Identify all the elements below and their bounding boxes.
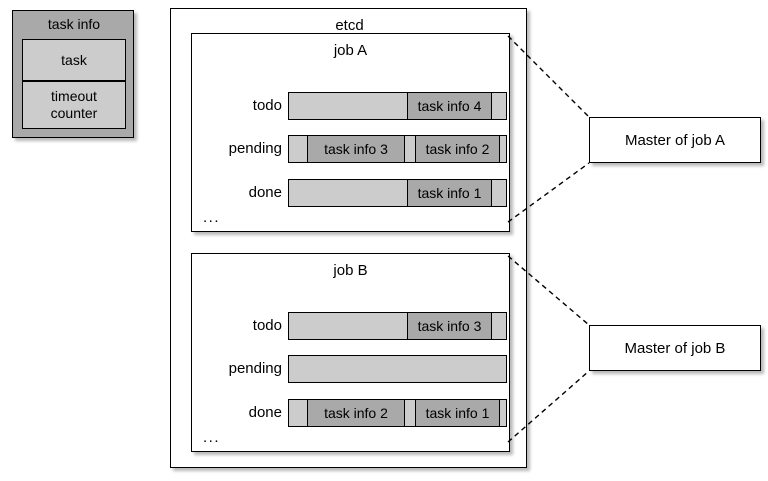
job-a-queue-pending: task info 3 task info 2	[288, 135, 507, 163]
job-a-row-pending-label: pending	[228, 140, 282, 157]
job-a-pending-segment-0-label: task info 3	[324, 141, 388, 157]
job-b-row-todo: todo task info 3	[192, 312, 509, 340]
job-b-todo-segment-0-label: task info 3	[417, 318, 482, 334]
job-b-queue-pending	[288, 355, 507, 383]
job-b-done-segment-1-label: task info 1	[425, 405, 490, 421]
etcd-title: etcd	[335, 17, 364, 34]
legend-cell-timeout-counter: timeout counter	[22, 81, 126, 129]
job-b-done-segment-0-label: task info 2	[324, 405, 388, 421]
job-b-ellipsis: ...	[203, 429, 221, 446]
master-of-job-a: Master of job A	[589, 117, 761, 163]
job-b-title: job B	[333, 262, 368, 279]
job-a-pending-segment-0: task info 3	[307, 136, 405, 162]
job-b-row-pending-label: pending	[228, 360, 282, 377]
job-b-queue-done: task info 2 task info 1	[288, 399, 507, 427]
job-a-row-done: done task info 1	[192, 179, 509, 207]
job-b-row-todo-label: todo	[252, 317, 282, 334]
legend-cell-timeout-counter-label: timeout counter	[50, 88, 98, 121]
legend-cell-task: task	[22, 39, 126, 81]
job-a-ellipsis: ...	[203, 209, 221, 226]
job-b-row-pending: pending	[192, 355, 509, 383]
master-of-job-b-label: Master of job B	[624, 339, 726, 357]
job-b-todo-segment-0: task info 3	[407, 313, 492, 339]
legend-task-info: task info task timeout counter	[12, 10, 134, 138]
job-a-title: job A	[333, 42, 368, 59]
job-a-row-done-label: done	[248, 184, 282, 201]
job-a-pending-segment-1: task info 2	[415, 136, 500, 162]
job-a-todo-segment-0-label: task info 4	[417, 98, 482, 114]
legend-title: task info	[47, 16, 101, 32]
job-a-done-segment-0-label: task info 1	[417, 185, 482, 201]
job-a-row-todo-label: todo	[252, 97, 282, 114]
job-b-done-segment-1: task info 1	[415, 400, 500, 426]
job-a-done-segment-0: task info 1	[407, 180, 492, 206]
job-a-todo-segment-0: task info 4	[407, 93, 492, 119]
legend-cell-task-label: task	[61, 51, 87, 68]
master-of-job-b: Master of job B	[589, 325, 761, 371]
master-of-job-a-label: Master of job A	[624, 131, 726, 149]
job-a-queue-todo: task info 4	[288, 92, 507, 120]
job-a-pending-segment-1-label: task info 2	[425, 141, 490, 157]
job-b-queue-todo: task info 3	[288, 312, 507, 340]
job-b-done-segment-0: task info 2	[307, 400, 405, 426]
job-a-row-pending: pending task info 3 task info 2	[192, 135, 509, 163]
job-a-row-todo: todo task info 4	[192, 92, 509, 120]
job-b-row-done: done task info 2 task info 1	[192, 399, 509, 427]
job-panel-a: job A todo task info 4 pending task info…	[191, 33, 510, 232]
job-panel-b: job B todo task info 3 pending done task…	[191, 253, 510, 452]
etcd-container: etcd job A todo task info 4 pending task…	[170, 8, 527, 468]
job-a-queue-done: task info 1	[288, 179, 507, 207]
job-b-row-done-label: done	[248, 404, 282, 421]
